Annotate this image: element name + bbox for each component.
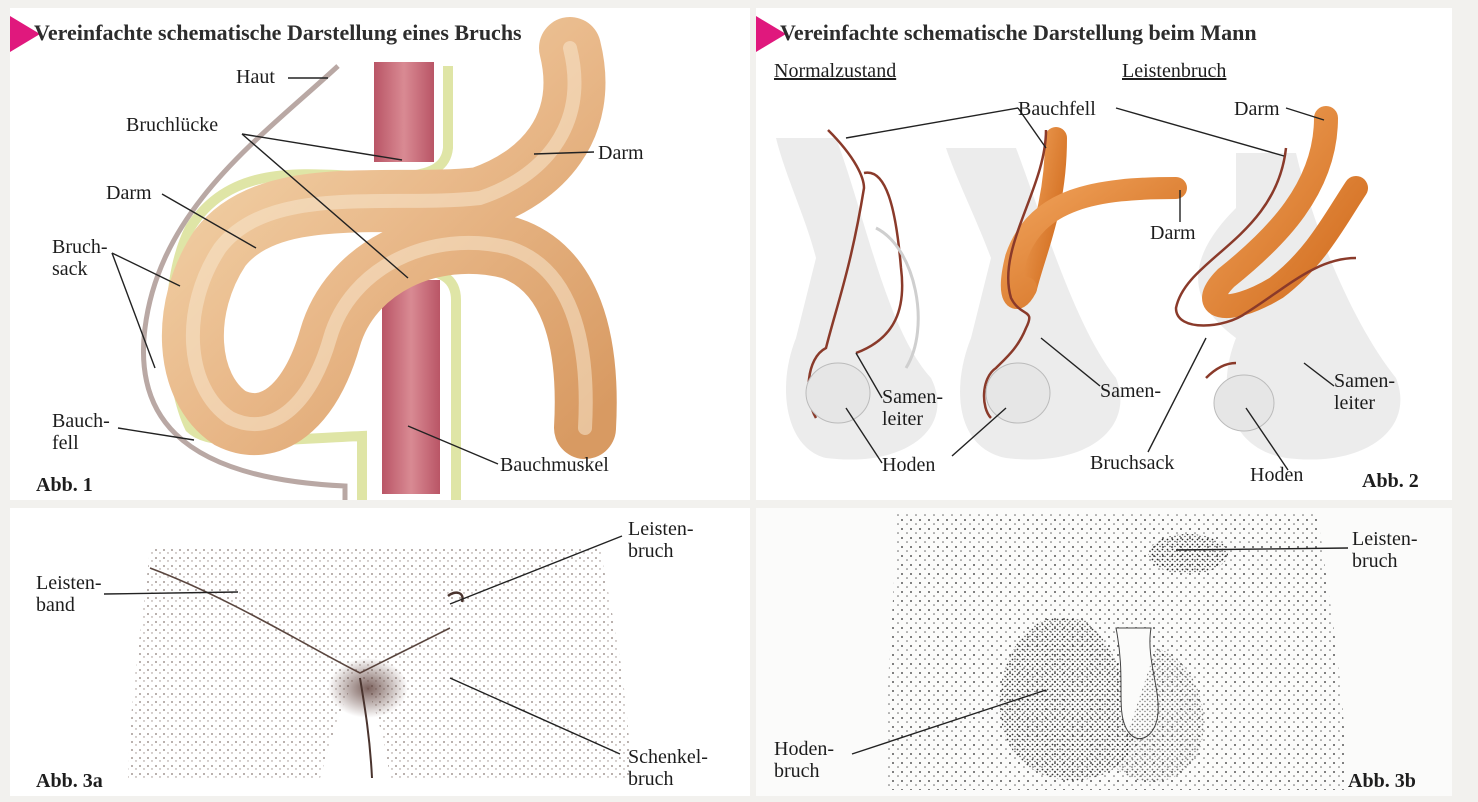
male-inguinal-drawing (776, 106, 1401, 471)
hernia-schematic-drawing (111, 17, 617, 500)
panel-hernia-schematic: Vereinfachte schematische Darstellung ei… (10, 8, 750, 500)
testis-hernia-2 (1213, 374, 1275, 432)
label-samenleiter-1: Samen- leiter (882, 386, 944, 430)
title-marker-triangle (10, 16, 40, 52)
panel-male-hernias: Leisten- bruch Hoden- bruch Abb. 3b (756, 508, 1452, 796)
leader-lines-3b (851, 547, 1349, 755)
subtitle-leistenbruch: Leistenbruch (1122, 60, 1227, 82)
abdominal-muscle-lower (382, 280, 440, 494)
label-bauchmuskel: Bauchmuskel (500, 454, 609, 476)
abdominal-muscle-upper (374, 62, 434, 162)
vas-deferens-normal (875, 226, 920, 369)
figure-label-abb3b: Abb. 3b (1348, 770, 1416, 792)
label-hodenbruch: Hoden- bruch (774, 738, 834, 782)
label-bruchsack: Bruch- sack (52, 236, 108, 280)
male-hernia-drawing (851, 514, 1349, 790)
label-samen-2: Samen- (1100, 380, 1162, 402)
peritoneum-normal (807, 129, 866, 419)
hernia-sac-2 (1174, 147, 1357, 327)
peritoneum-hernia-1 (982, 129, 1048, 419)
subtitle-normalzustand: Normalzustand (774, 60, 897, 82)
scrotal-hernia-shade (999, 618, 1134, 781)
label-darm-right: Darm (598, 142, 644, 164)
label-bauchfell: Bauch- fell (52, 410, 110, 454)
label-darm-left: Darm (106, 182, 152, 204)
female-hernia-drawing (103, 535, 630, 779)
intestine-hernia-2 (1202, 106, 1368, 319)
leader-lines-3a (103, 535, 623, 755)
label-darm-mid: Darm (1150, 222, 1196, 244)
leader-lines-2 (845, 107, 1335, 471)
leader-lines (111, 77, 595, 465)
title-marker-triangle-2 (756, 16, 786, 52)
label-leistenbruch-3a: Leisten- bruch (628, 518, 694, 562)
label-samenleiter-3: Samen- leiter (1334, 370, 1396, 414)
label-schenkelbruch: Schenkel- bruch (628, 746, 708, 790)
panel1-title: Vereinfachte schematische Darstellung ei… (34, 20, 522, 45)
figure-label-abb2: Abb. 2 (1362, 470, 1419, 492)
panel2-title: Vereinfachte schematische Darstellung be… (780, 20, 1257, 45)
intestine-hernia-1 (1000, 177, 1187, 309)
panel-female-hernias: Leisten- band Leisten- bruch Schenkel- b… (10, 508, 750, 796)
label-haut: Haut (236, 66, 275, 88)
panel-male-inguinal: Vereinfachte schematische Darstellung be… (756, 8, 1452, 500)
figure-label-abb1: Abb. 1 (36, 474, 93, 496)
label-hoden-1: Hoden (882, 454, 936, 476)
label-bauchfell-2: Bauchfell (1018, 98, 1096, 120)
body-outline-3b (885, 514, 1346, 790)
inguinal-hernia-shade (1148, 534, 1228, 574)
testis-normal (805, 362, 871, 424)
label-darm-top: Darm (1234, 98, 1280, 120)
label-hoden-2: Hoden (1250, 464, 1304, 486)
figure-label-abb3a: Abb. 3a (36, 770, 103, 792)
label-bruchluecke: Bruchlücke (126, 114, 219, 136)
label-leistenband: Leisten- band (36, 572, 102, 616)
label-leistenbruch-3b: Leisten- bruch (1352, 528, 1418, 572)
testis-hernia-1 (985, 362, 1051, 424)
label-bruchsack-2: Bruchsack (1090, 452, 1175, 474)
